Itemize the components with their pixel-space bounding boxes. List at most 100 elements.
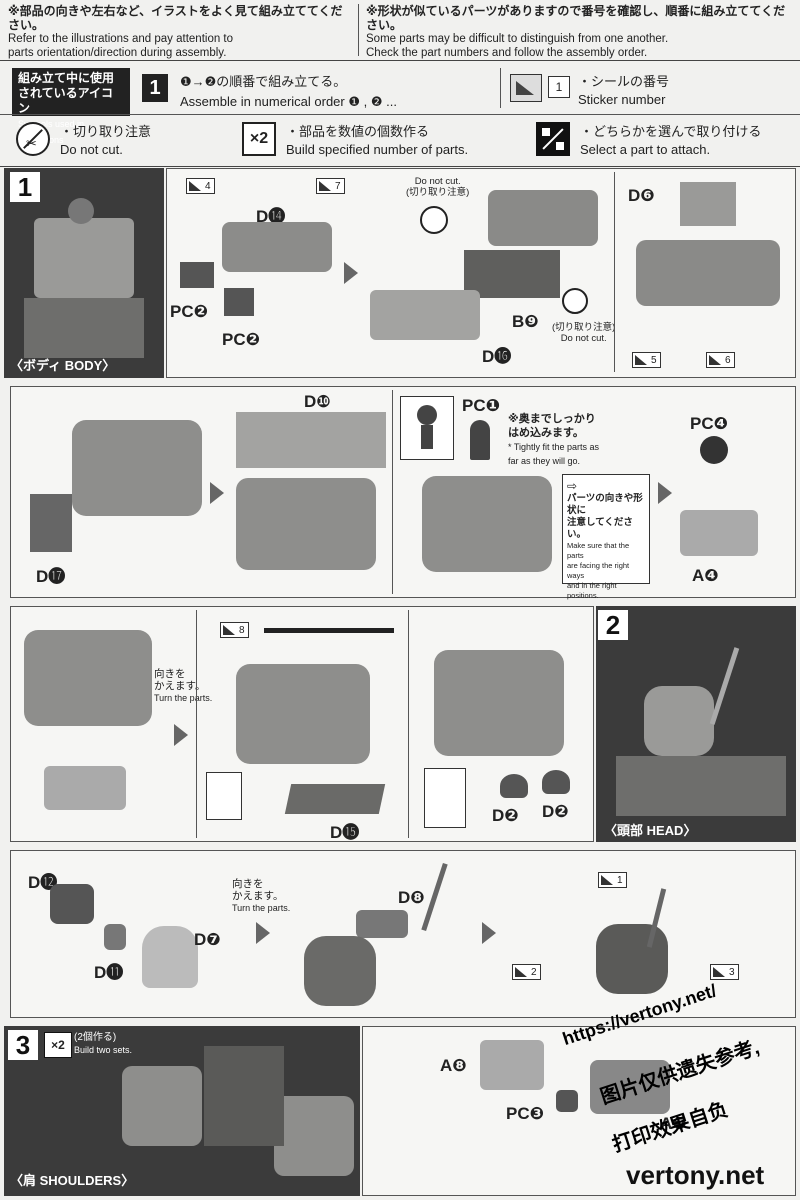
order-jp: ❶→❷の順番で組み立てる。: [180, 74, 347, 89]
part-d17: D⓱: [36, 567, 66, 586]
legend-title-jp2: されているアイコン: [18, 86, 114, 115]
part-d7-shape: [142, 926, 198, 988]
sticker-en: Sticker number: [578, 92, 666, 107]
face-en2: are facing the right ways: [567, 561, 630, 580]
body-shape: [236, 478, 376, 570]
assembly-d16-shape: [370, 290, 480, 340]
step-arrow: [256, 922, 270, 944]
part-pc2-shape-b: [224, 288, 254, 316]
face-en3: and in the right positions.: [567, 581, 617, 600]
step1-section-label: 〈ボディ BODY〉: [10, 358, 116, 373]
body-shape: [434, 650, 564, 756]
part-pc3-shape: [556, 1090, 578, 1112]
sticker-7: 7: [316, 178, 345, 194]
build-jp: ・部品を数値の個数作る: [286, 124, 430, 139]
no-cut-jp: ・切り取り注意: [60, 124, 152, 139]
step3-number: 3: [8, 1030, 38, 1060]
part-pc2-a: PC❷: [170, 302, 209, 321]
part-pc1: PC❶: [462, 396, 501, 415]
part-d12: D⓬: [28, 873, 58, 892]
step-arrow: [658, 482, 672, 504]
part-d10: D❿: [304, 392, 331, 411]
step-arrow: [344, 262, 358, 284]
x2-jp: (2個作る): [74, 1032, 117, 1043]
no-cut-icon: [420, 206, 448, 234]
x2-en: Build two sets.: [74, 1045, 133, 1055]
sticker-number-box: 1: [548, 76, 570, 98]
fit-jp1: ※奥までしっかり: [508, 413, 596, 425]
part-d11-shape: [104, 924, 126, 950]
body-shape: [72, 420, 202, 516]
select-jp: ・どちらかを選んで取り付ける: [580, 124, 762, 139]
part-d8-shape: [356, 910, 408, 938]
assembly-b9-shape: [464, 250, 560, 298]
step3-section-label: 〈肩 SHOULDERS〉: [10, 1173, 135, 1188]
page-header: ※部品の向きや左右など、イラストをよく見て組み立ててください。 Refer to…: [0, 0, 800, 61]
order-en: Assemble in numerical order ❶ , ❷ ...: [180, 94, 397, 109]
no-cut-icon: ✂: [16, 122, 50, 156]
head-shape: [596, 924, 668, 994]
sticker-icon: [510, 74, 542, 102]
sticker-5: 5: [632, 352, 661, 368]
header-right-en1: Some parts may be difficult to distingui…: [366, 33, 669, 45]
symbols-legend: 組み立て中に使用 されているアイコン Symbols used in instr…: [0, 62, 800, 167]
part-d14: D⓮: [256, 207, 286, 226]
body-core-shape: [636, 240, 780, 306]
step-arrow: [482, 922, 496, 944]
header-right-jp: ※形状が似ているパーツがありますので番号を確認し、順番に組み立ててください。: [366, 4, 786, 32]
no-cut-1-en: Do not cut.: [414, 176, 461, 187]
head-sticker-2: 2: [512, 964, 541, 980]
part-pc1-shape: [470, 420, 490, 460]
part-d12-shape: [50, 884, 94, 924]
orientation-note-box: ⇨ パーツの向きや形状に 注意してください。 Make sure that th…: [562, 474, 650, 600]
assembly-top-shape: [488, 190, 598, 246]
header-left-en1: Refer to the illustrations and pay atten…: [8, 33, 234, 45]
part-d2-shape-b: [542, 770, 570, 794]
body-shape: [422, 476, 552, 572]
part-pc2-shape-a: [180, 262, 214, 288]
turn-2-jp1: 向きを: [232, 878, 264, 890]
turn-note-1: 向きを かえます。 Turn the parts.: [154, 668, 212, 704]
header-left-note: ※部品の向きや左右など、イラストをよく見て組み立ててください。 Refer to…: [8, 4, 348, 60]
legend-title-box: 組み立て中に使用 されているアイコン Symbols used in instr…: [12, 68, 130, 145]
d15-detail-box: [206, 772, 242, 820]
part-d15: D⓯: [330, 823, 360, 842]
sticker-jp: ・シールの番号: [578, 74, 670, 89]
part-d2-shape-a: [500, 774, 528, 798]
turn-2-jp2: かえます。: [232, 890, 284, 902]
sticker-8-shape: [264, 628, 394, 633]
face-en1: Make sure that the parts: [567, 541, 630, 560]
build-en: Build specified number of parts.: [286, 142, 469, 157]
part-d2-b: D❷: [542, 802, 569, 821]
face-jp1: パーツの向きや形状に: [567, 493, 643, 516]
sticker-8: 8: [220, 622, 249, 638]
no-cut-2-jp: (切り取り注意): [552, 322, 616, 333]
d2-detail-box: [424, 768, 466, 828]
header-right-note: ※形状が似ているパーツがありますので番号を確認し、順番に組み立ててください。 S…: [366, 4, 796, 60]
no-cut-2-en: Do not cut.: [560, 333, 607, 344]
fit-en1: * Tightly fit the parts as: [508, 442, 600, 452]
part-a7: A❼: [660, 1114, 687, 1133]
part-pc4: PC❹: [690, 414, 729, 433]
legend-title-jp1: 組み立て中に使用: [18, 71, 115, 85]
build-count-icon: ×2: [44, 1032, 72, 1058]
part-pc3: PC❸: [506, 1104, 545, 1123]
part-d8: D❽: [398, 888, 425, 907]
part-a4-shape: [44, 766, 126, 810]
turn-2-en: Turn the parts.: [232, 903, 291, 913]
select-part-icon: [536, 122, 570, 156]
part-d17-shape: [30, 494, 72, 552]
step-arrow: [210, 482, 224, 504]
face-jp2: 注意してください。: [567, 517, 633, 540]
no-cut-icon: [562, 288, 588, 314]
body-shape: [24, 630, 152, 726]
turn-note-2: 向きを かえます。 Turn the parts.: [232, 878, 290, 914]
step2-section-label: 〈頭部 HEAD〉: [604, 823, 697, 838]
sticker-6: 6: [706, 352, 735, 368]
part-a8-shape: [480, 1040, 544, 1090]
header-left-jp: ※部品の向きや左右など、イラストをよく見て組み立ててください。: [8, 4, 343, 32]
part-a8: A❽: [440, 1056, 467, 1075]
part-d7: D❼: [194, 930, 221, 949]
head-sticker-1: 1: [598, 872, 627, 888]
turn-1-jp1: 向きを: [154, 668, 186, 680]
